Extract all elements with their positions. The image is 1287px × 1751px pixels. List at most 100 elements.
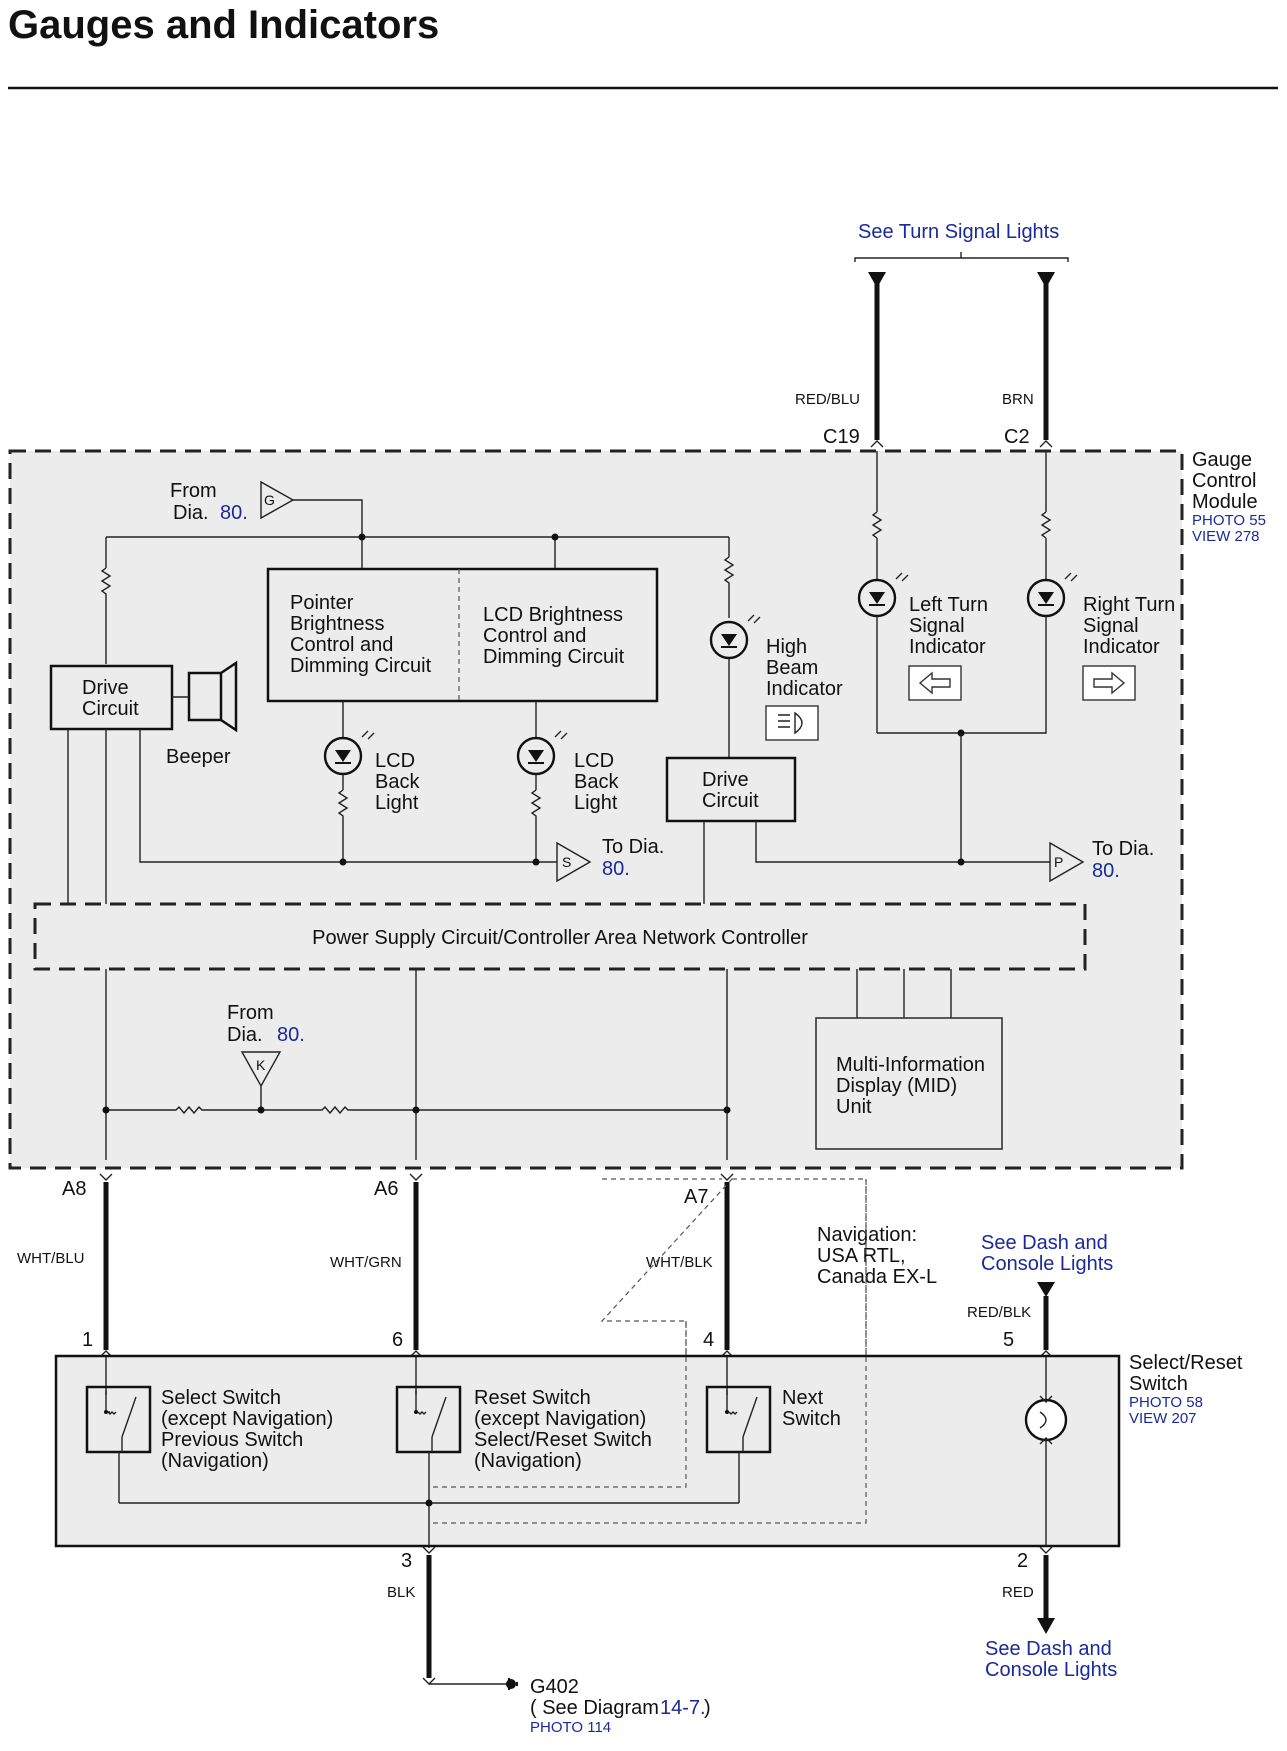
dia-ref-p[interactable]: 80. (1092, 860, 1120, 882)
arrow-down-icon (1037, 272, 1055, 288)
gauge-module-view[interactable]: VIEW 278 (1192, 528, 1260, 545)
switch-name-2: Switch (1129, 1373, 1188, 1395)
to-dia-p: To Dia. (1092, 838, 1154, 860)
lcd-back-light-1-l3: Light (375, 792, 419, 814)
drive-circuit-center-2: Circuit (702, 790, 759, 812)
pointer-brightness-3: Control and (290, 634, 393, 656)
wire-label-red: RED (1002, 1584, 1034, 1601)
wire-label-red-blu: RED/BLU (795, 391, 860, 408)
high-beam-2: Beam (766, 657, 818, 679)
connector-a7: A7 (684, 1186, 708, 1208)
high-beam-3: Indicator (766, 678, 843, 700)
mid-3: Unit (836, 1096, 872, 1118)
reset-switch-3: Select/Reset Switch (474, 1429, 652, 1451)
dash-lights-link-upper-1[interactable]: See Dash and (981, 1232, 1108, 1254)
pointer-brightness-2: Brightness (290, 613, 385, 635)
lcd-brightness-3: Dimming Circuit (483, 646, 625, 668)
lcd-back-light-1-icon (323, 701, 375, 862)
arrow-down-icon (868, 272, 886, 288)
gauge-module-name-1: Gauge (1192, 449, 1252, 471)
high-beam-symbol-icon (765, 705, 819, 741)
connector-c2: C2 (1004, 426, 1030, 448)
wire-label-red-blk: RED/BLK (967, 1304, 1031, 1321)
pin-1: 1 (82, 1329, 93, 1351)
reset-switch-1: Reset Switch (474, 1387, 591, 1409)
dia-label-k: Dia. (227, 1024, 263, 1046)
dash-lights-link-lower-2[interactable]: Console Lights (985, 1659, 1117, 1681)
beeper-label: Beeper (166, 746, 231, 768)
ground-see-prefix: ( See Diagram (530, 1697, 659, 1719)
dash-lights-link-upper-2[interactable]: Console Lights (981, 1253, 1113, 1275)
ground-photo[interactable]: PHOTO 114 (530, 1719, 611, 1736)
connector-c19: C19 (823, 426, 860, 448)
connector-a6: A6 (374, 1178, 398, 1200)
reset-switch-4: (Navigation) (474, 1450, 582, 1472)
pin-2: 2 (1017, 1550, 1028, 1572)
pin-6: 6 (392, 1329, 403, 1351)
mid-1: Multi-Information (836, 1054, 985, 1076)
high-beam-1: High (766, 636, 807, 658)
lcd-back-light-2-icon (516, 701, 568, 862)
drive-circuit-left-2: Circuit (82, 698, 139, 720)
mid-2: Display (MID) (836, 1075, 957, 1097)
next-switch-2: Switch (782, 1408, 841, 1430)
dia-label-g: Dia. (173, 502, 209, 524)
dash-lights-link-lower-1[interactable]: See Dash and (985, 1638, 1112, 1660)
dia-ref-s[interactable]: 80. (602, 858, 630, 880)
wire-label-wht-grn: WHT/GRN (330, 1254, 402, 1271)
switch-photo[interactable]: PHOTO 58 (1129, 1394, 1203, 1411)
power-supply-label: Power Supply Circuit/Controller Area Net… (312, 927, 808, 949)
connector-g-icon (260, 480, 295, 520)
wire-label-blk: BLK (387, 1584, 415, 1601)
lcd-back-light-1-l1: LCD (375, 750, 415, 772)
drive-circuit-center-box (665, 756, 797, 823)
high-beam-indicator-icon (709, 614, 761, 758)
left-turn-3: Indicator (909, 636, 986, 658)
pointer-brightness-4: Dimming Circuit (290, 655, 432, 677)
pin-5: 5 (1003, 1329, 1014, 1351)
mid-unit-box (815, 1017, 1003, 1150)
drive-circuit-left-1: Drive (82, 677, 129, 699)
arrow-down-icon (1037, 1618, 1055, 1634)
right-turn-2: Signal (1083, 615, 1139, 637)
connector-k-icon (240, 1051, 282, 1088)
turn-signal-bracket (854, 257, 1069, 262)
brightness-control-box (266, 567, 659, 703)
right-turn-1: Right Turn (1083, 594, 1175, 616)
wire-label-wht-blk: WHT/BLK (646, 1254, 713, 1271)
wire-label-wht-blu: WHT/BLU (17, 1250, 85, 1267)
connector-a8: A8 (62, 1178, 86, 1200)
from-label-k: From (227, 1002, 274, 1024)
gauge-module-name-2: Control (1192, 470, 1256, 492)
navigation-dashed-inner (433, 1179, 867, 1524)
lcd-brightness-1: LCD Brightness (483, 604, 623, 626)
lcd-back-light-1-l2: Back (375, 771, 420, 793)
lcd-back-light-2-l1: LCD (574, 750, 614, 772)
connector-p-icon (1049, 841, 1085, 883)
connector-s-icon (556, 841, 592, 883)
ref-k: K (256, 1057, 266, 1073)
left-turn-2: Signal (909, 615, 965, 637)
select-switch-3: Previous Switch (161, 1429, 303, 1451)
ground-name: G402 (530, 1676, 579, 1698)
next-switch-1: Next (782, 1387, 824, 1409)
select-reset-switch-box (54, 1354, 1121, 1548)
dia-ref-k[interactable]: 80. (277, 1024, 305, 1046)
wire-label-brn: BRN (1002, 391, 1034, 408)
nav-note-2: USA RTL, (817, 1245, 906, 1267)
gauge-module-photo[interactable]: PHOTO 55 (1192, 512, 1266, 529)
from-label-g: From (170, 480, 217, 502)
to-dia-s: To Dia. (602, 836, 664, 858)
turn-signal-link[interactable]: See Turn Signal Lights (858, 221, 1059, 243)
lcd-back-light-2-l2: Back (574, 771, 619, 793)
right-turn-3: Indicator (1083, 636, 1160, 658)
arrow-down-icon (1037, 1282, 1055, 1297)
dia-ref-g[interactable]: 80. (220, 502, 248, 524)
lcd-brightness-2: Control and (483, 625, 586, 647)
ground-see-ref[interactable]: 14-7. (660, 1697, 706, 1719)
switch-name-1: Select/Reset (1129, 1352, 1243, 1374)
ref-g: G (264, 492, 275, 508)
nav-note-3: Canada EX-L (817, 1266, 937, 1288)
switch-view[interactable]: VIEW 207 (1129, 1410, 1197, 1427)
